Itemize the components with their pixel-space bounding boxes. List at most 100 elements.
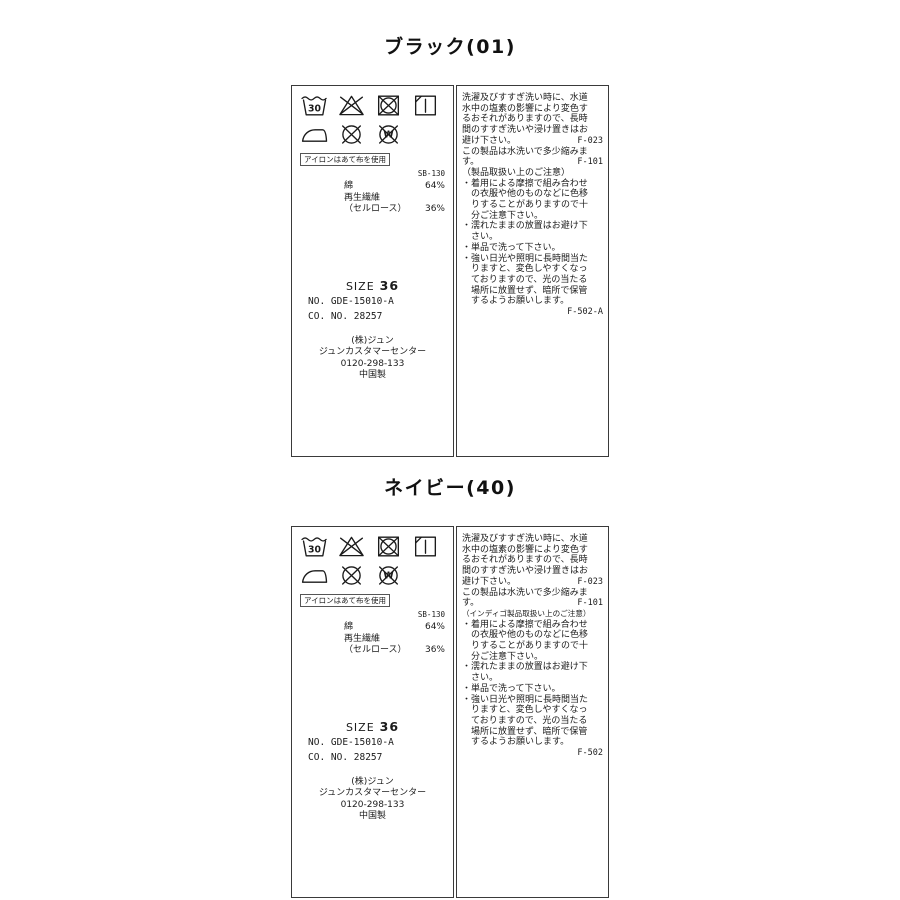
care-instructions-panel: 洗濯及びすすぎ洗い時に、水道 水中の塩素の影響により変色す るおそれがありますの… (456, 85, 609, 457)
svg-text:30: 30 (308, 545, 321, 556)
customer-center: ジュンカスタマーセンター (318, 347, 427, 357)
size-label: SIZE (345, 279, 375, 293)
do-not-dryclean-icon (342, 566, 361, 585)
care-text-line: りすることがありますので十 (462, 641, 589, 652)
care-text-line: 分ご注意下さい。 (462, 651, 544, 662)
care-text-line: 場所に放置せず、暗所で保管 (462, 285, 588, 296)
care-text-line: F-502 (462, 748, 603, 759)
company-block: (株)ジュン ジュンカスタマーセンター 0120-298-133 中国製 (300, 777, 445, 823)
care-code: F-502 (577, 748, 603, 759)
size-line: SIZE 36 (300, 278, 445, 293)
material-name: 再生繊維 (344, 633, 381, 644)
care-text-line: るおそれがありますので、長時 (462, 114, 588, 125)
maker-name: (株)ジュン (351, 335, 394, 346)
country-of-origin: 中国製 (358, 811, 386, 821)
customer-center: ジュンカスタマーセンター (318, 788, 427, 798)
lot-code: SB-130 (417, 610, 445, 619)
iron-icon (301, 570, 328, 583)
care-text-line: 避け下さい。 F-023 (462, 577, 603, 588)
care-text-line: ・単品で洗って下さい。 (462, 683, 561, 694)
size-value: 36 (379, 277, 400, 293)
do-not-bleach-icon (339, 95, 364, 116)
care-text-line: りますと、変色しやすくなっ (462, 264, 588, 275)
care-text-line: りますと、変色しやすくなっ (462, 705, 588, 716)
care-text-line: ・強い日光や照明に長時間当た (462, 253, 589, 264)
care-code: F-101 (577, 157, 603, 168)
material-name: （セルロース） (344, 204, 407, 214)
care-text-line: 間のすすぎ洗いや浸け置きはお (462, 566, 589, 577)
color-title-black: ブラック(01) (384, 36, 516, 58)
care-text-line: ・濡れたままの放置はお避け下 (462, 662, 588, 673)
material-row: 再生繊維 (300, 193, 445, 205)
care-text-line: するようお願いします。 (462, 296, 570, 307)
care-text-line: の衣服や他のものなどに色移 (462, 630, 589, 641)
care-text-line: この製品は水洗いで多少縮みま (462, 146, 588, 157)
do-not-wetclean-icon: W (379, 566, 398, 585)
wash-30-icon: 30 (301, 96, 327, 116)
do-not-tumble-dry-icon (377, 536, 400, 557)
care-label-panel: 30 (291, 526, 454, 898)
care-instructions-panel: 洗濯及びすすぎ洗い時に、水道 水中の塩素の影響により変色す るおそれがありますの… (456, 526, 609, 898)
size-value: 36 (379, 718, 400, 734)
do-not-dryclean-icon (342, 125, 361, 144)
wash-30-icon: 30 (301, 537, 327, 557)
care-code: F-502-A (567, 307, 603, 318)
maker-name: (株)ジュン (351, 776, 394, 787)
care-text-line: 洗濯及びすすぎ洗い時に、水道 (462, 93, 588, 103)
care-text-line: ・濡れたままの放置はお避け下 (462, 221, 588, 232)
care-text-line: ・着用による摩擦で組み合わせ (462, 619, 588, 630)
lot-code: SB-130 (417, 169, 445, 178)
care-text-line: す。 F-101 (462, 157, 603, 168)
material-row: 綿 64% (300, 181, 445, 193)
material-row: （セルロース） 36% (300, 645, 445, 657)
materials-table: 綿 64% 再生繊維 （セルロース） 36% (300, 622, 445, 657)
care-text-line: 避け下さい。 F-023 (462, 136, 603, 147)
care-label-panel: 30 (291, 85, 454, 457)
iron-note: アイロンはあて布を使用 (300, 594, 390, 607)
line-dry-icon (414, 536, 437, 557)
care-text-line: 洗濯及びすすぎ洗い時に、水道 (462, 534, 588, 544)
material-pct: 64% (424, 181, 445, 191)
care-text-line: さい。 (462, 232, 499, 243)
care-text-line: F-502-A (462, 307, 603, 318)
do-not-tumble-dry-icon (377, 95, 400, 116)
svg-text:30: 30 (308, 104, 321, 115)
color-section-navy: ネイビー(40) 30 (0, 477, 900, 898)
country-of-origin: 中国製 (358, 370, 386, 380)
labels-row: 30 (0, 526, 900, 898)
care-text-fragment: す。 (462, 157, 480, 168)
color-title-navy: ネイビー(40) (384, 477, 516, 499)
care-text-line: さい。 (462, 673, 499, 684)
product-no: NO. GDE-15010-A (308, 736, 394, 748)
material-row: 綿 64% (300, 622, 445, 634)
care-text-line: ・着用による摩擦で組み合わせ (462, 178, 588, 189)
care-text-line: の衣服や他のものなどに色移 (462, 189, 589, 200)
co-no: CO. NO. 28257 (308, 751, 383, 763)
care-text-fragment: 避け下さい。 (462, 576, 517, 587)
care-code: F-101 (577, 598, 603, 609)
size-line: SIZE 36 (300, 719, 445, 734)
care-text-line: 場所に放置せず、暗所で保管 (462, 726, 588, 737)
care-text-line: 水中の塩素の影響により変色す (462, 544, 588, 555)
care-text-line: ておりますので、光の当たる (462, 715, 588, 726)
care-symbols-row-1: 30 (300, 534, 445, 559)
care-symbols-row-2: W (300, 563, 445, 588)
care-text-fragment: 避け下さい。 (462, 135, 517, 146)
care-text-line: 間のすすぎ洗いや浸け置きはお (462, 125, 589, 136)
size-label: SIZE (345, 720, 375, 734)
co-no: CO. NO. 28257 (308, 310, 383, 322)
note-header: （製品取扱い上のご注意） (462, 167, 571, 178)
care-code: F-023 (577, 135, 603, 146)
care-text-line: ・単品で洗って下さい。 (462, 242, 561, 253)
care-text-line: ・強い日光や照明に長時間当た (462, 694, 589, 705)
materials-table: 綿 64% 再生繊維 （セルロース） 36% (300, 181, 445, 216)
care-text-line: りすることがありますので十 (462, 200, 589, 211)
material-pct: 36% (424, 645, 445, 655)
color-section-black: ブラック(01) 30 (0, 36, 900, 457)
do-not-wetclean-icon: W (379, 125, 398, 144)
line-dry-icon (414, 95, 437, 116)
care-text-fragment: す。 (462, 598, 480, 609)
phone-number: 0120-298-133 (340, 358, 405, 369)
product-no: NO. GDE-15010-A (308, 295, 394, 307)
